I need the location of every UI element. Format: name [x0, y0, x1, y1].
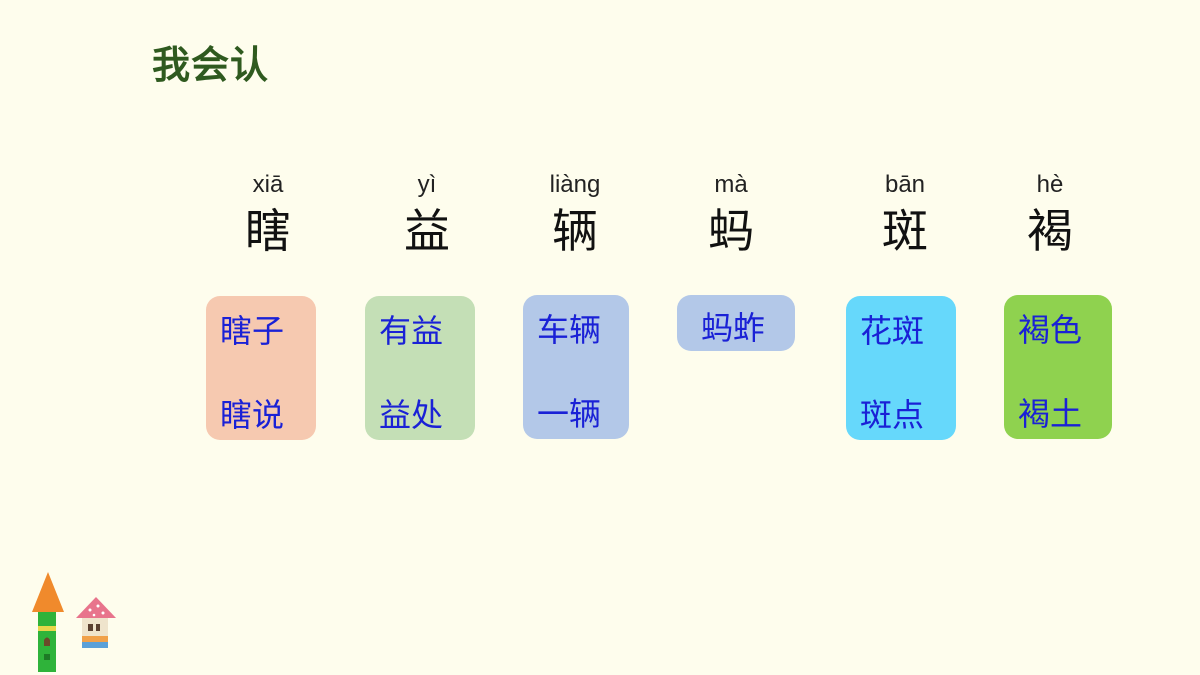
hanzi-character: 褐 — [1027, 204, 1073, 258]
small-house-icon — [76, 597, 116, 648]
word-card-xia: 瞎子 瞎说 — [206, 296, 316, 440]
hanzi-character: 辆 — [552, 204, 598, 258]
hanzi-character: 瞎 — [245, 204, 291, 258]
pinyin-label: hè — [1036, 171, 1064, 198]
word-item: 花斑 — [860, 312, 925, 350]
word-card-ban: 花斑 斑点 — [846, 296, 956, 440]
char-column-he: hè 褐 — [990, 168, 1110, 260]
tower-house-icon — [32, 572, 64, 672]
hanzi-character: 斑 — [882, 204, 928, 258]
word-item: 一辆 — [537, 395, 602, 433]
hanzi-character: 蚂 — [708, 204, 754, 258]
pinyin-label: bān — [884, 171, 926, 198]
word-item: 褐色 — [1018, 311, 1083, 349]
word-item: 益处 — [379, 396, 444, 434]
word-item: 褐土 — [1018, 395, 1083, 433]
word-item: 斑点 — [860, 396, 925, 434]
word-card-liang: 车辆 一辆 — [523, 295, 629, 439]
hanzi-character: 益 — [404, 204, 450, 258]
pinyin-label: mà — [714, 171, 748, 198]
word-card-ma: 蚂蚱 — [677, 295, 795, 351]
word-item: 蚂蚱 — [701, 309, 766, 347]
word-item: 瞎说 — [220, 396, 285, 434]
word-item: 有益 — [379, 312, 444, 350]
char-column-ma: mà 蚂 — [671, 168, 791, 260]
word-card-he: 褐色 褐土 — [1004, 295, 1112, 439]
word-item: 车辆 — [537, 311, 602, 349]
char-column-yi: yì 益 — [367, 168, 487, 260]
char-column-ban: bān 斑 — [845, 168, 965, 260]
pinyin-label: yì — [417, 171, 437, 198]
word-card-yi: 有益 益处 — [365, 296, 475, 440]
word-item: 瞎子 — [220, 312, 285, 350]
char-column-xia: xiā 瞎 — [208, 168, 328, 260]
char-column-liang: liàng 辆 — [515, 168, 635, 260]
pinyin-label: xiā — [252, 171, 284, 198]
pinyin-label: liàng — [549, 171, 601, 198]
page-title: 我会认 — [152, 43, 270, 87]
